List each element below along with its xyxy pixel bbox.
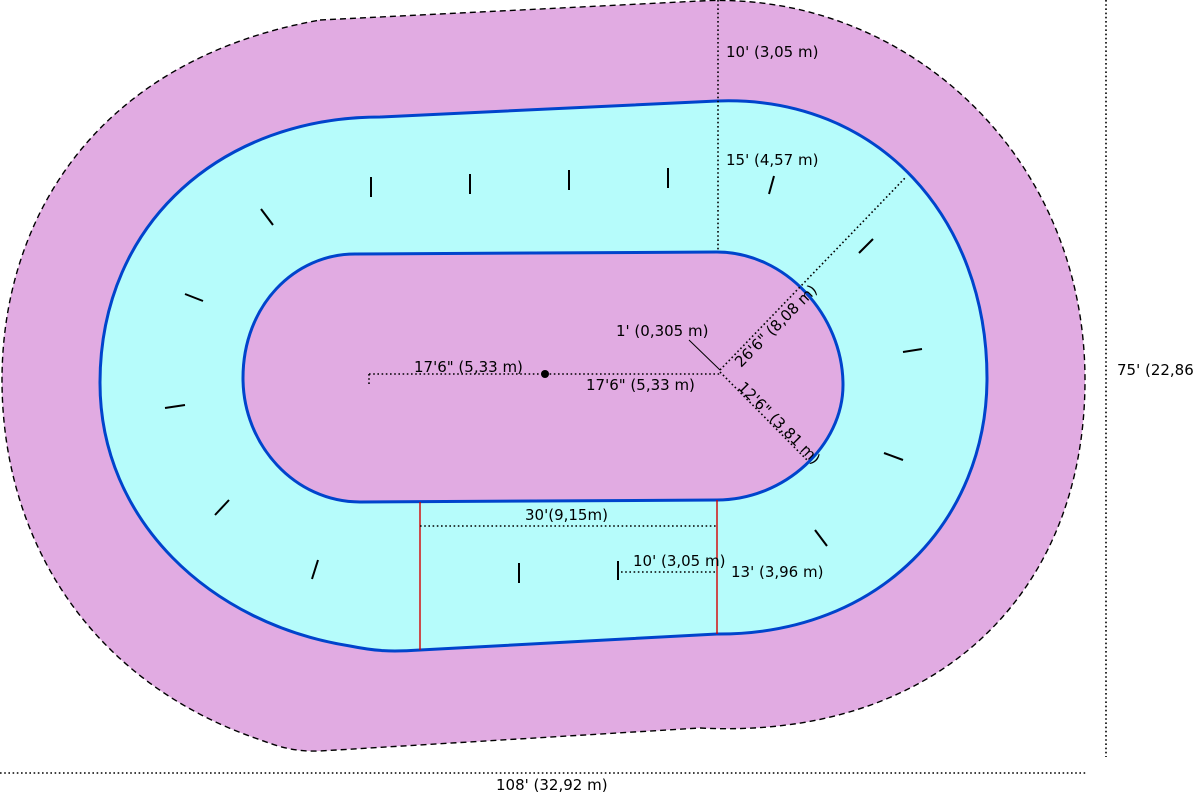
track-width-label: 15' (4,57 m) [726, 151, 818, 169]
marker-tick [814, 529, 828, 547]
marker-tick [214, 499, 230, 516]
dimension-lines [0, 0, 1107, 774]
track-markers [164, 168, 923, 583]
straight-length-label: 30'(9,15m) [525, 506, 608, 524]
marker-tick [184, 293, 204, 302]
left-half-length-label: 17'6" (5,33 m) [414, 358, 523, 376]
right-half-length-label: 17'6" (5,33 m) [586, 376, 695, 394]
offset-leader-line [688, 339, 721, 371]
small-segment-label: 10' (3,05 m) [633, 552, 725, 570]
marker-tick [311, 559, 319, 580]
marker-tick [858, 238, 874, 254]
total-height-label: 75' (22,86 [1117, 361, 1194, 379]
marker-tick [883, 452, 904, 461]
marker-tick [902, 348, 923, 353]
center-point [541, 370, 549, 378]
offset-label: 1' (0,305 m) [616, 322, 708, 340]
marker-tick [260, 208, 274, 226]
outer-width-label: 10' (3,05 m) [726, 43, 818, 61]
total-length-label: 108' (32,92 m) [496, 776, 608, 794]
straight-width-label: 13' (3,96 m) [731, 563, 823, 581]
marker-tick [164, 404, 186, 409]
marker-tick [768, 175, 775, 195]
